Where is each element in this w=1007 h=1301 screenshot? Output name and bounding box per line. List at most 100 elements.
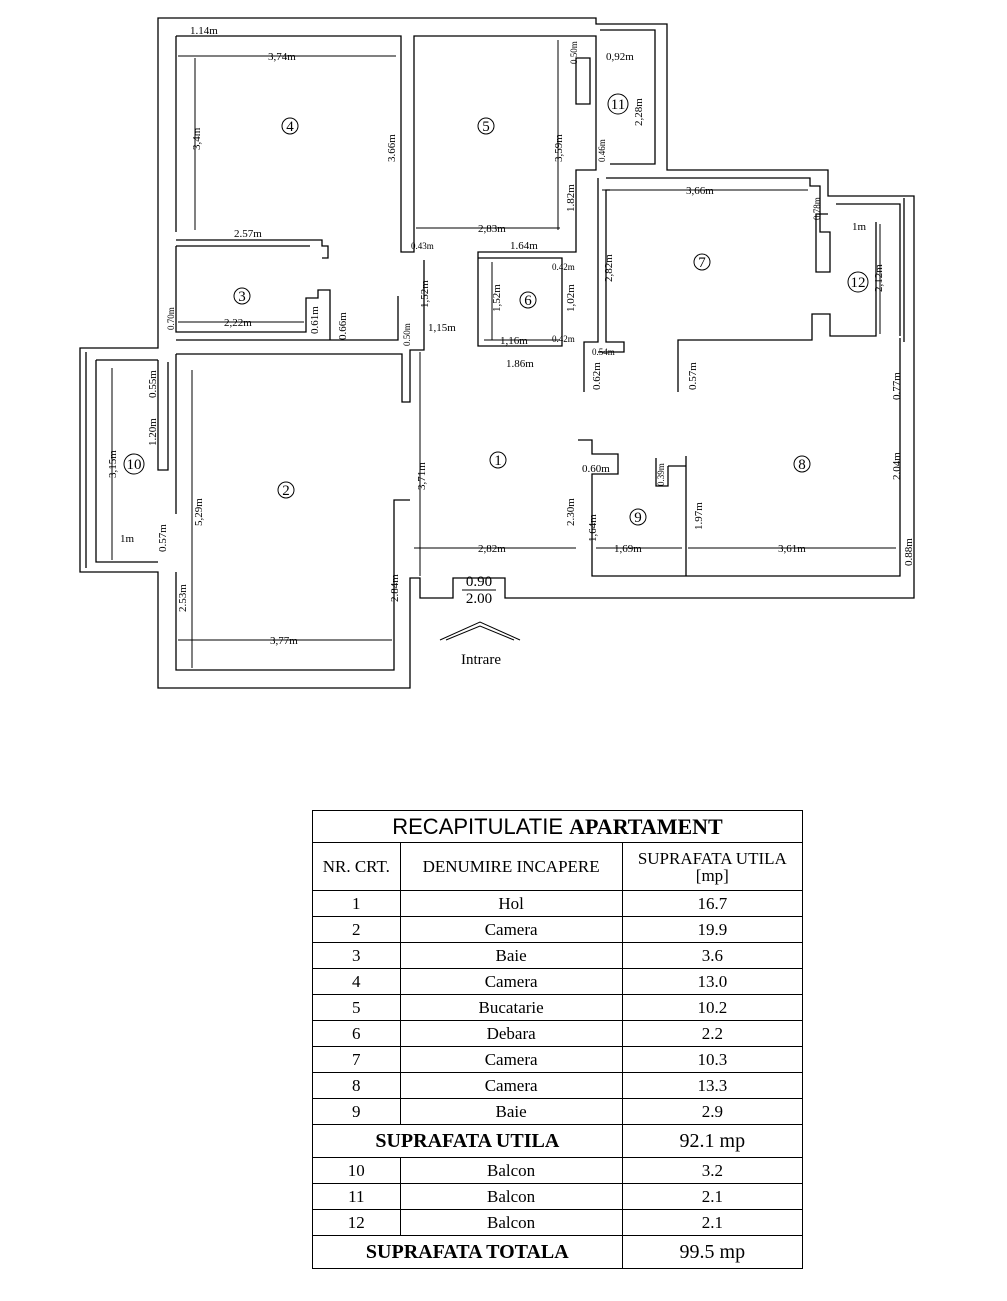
dim-label: 2,28m xyxy=(633,98,645,126)
total-row: SUPRAFATA TOTALA 99.5 mp xyxy=(312,1235,804,1269)
dim-label: 0.42m xyxy=(552,262,575,272)
dim-label: 1.97m xyxy=(693,502,705,530)
room-number: 8 xyxy=(798,457,806,473)
subtotal-label: SUPRAFATA UTILA xyxy=(312,1124,623,1158)
room-number: 7 xyxy=(698,255,706,271)
dim-label: 0.70m xyxy=(166,307,176,330)
dim-label: 1.64m xyxy=(510,240,538,252)
dim-label: 1,15m xyxy=(428,322,456,334)
inner-wall xyxy=(176,35,597,347)
dim-label: 0.50m xyxy=(569,41,579,64)
dim-label: 2.57m xyxy=(234,228,262,240)
dim-label: 2,22m xyxy=(224,317,252,329)
balcony11 xyxy=(575,29,656,165)
room-number: 6 xyxy=(524,293,532,309)
dim-label: 1,52m xyxy=(419,280,431,308)
summary-table: RECAPITULATIE APARTAMENT NR. CRT. DENUMI… xyxy=(312,810,804,1269)
dim-label: 0.77m xyxy=(891,372,903,400)
header-area: SUPRAFATA UTILA [mp] xyxy=(621,842,804,891)
room-number: 3 xyxy=(238,289,246,305)
dim-label: 2,82m xyxy=(603,254,615,282)
room7-wall xyxy=(583,177,877,392)
dim-label: 0.78m xyxy=(812,197,822,220)
dim-label: 0.46m xyxy=(597,139,607,162)
door-label: 0.90 2.00 Intrare xyxy=(461,574,501,668)
walls xyxy=(79,17,915,689)
dim-label: 2,82m xyxy=(478,543,506,555)
room-number: 5 xyxy=(482,119,490,135)
dim-label: 0.55m xyxy=(147,370,159,398)
room-number: 2 xyxy=(282,483,290,499)
dim-label: 2.84m xyxy=(389,574,401,602)
dim-label: 0.50m xyxy=(402,323,412,346)
dim-label: 0.57m xyxy=(687,362,699,390)
table-title: RECAPITULATIE APARTAMENT xyxy=(312,810,803,843)
dim-label: 1,52m xyxy=(491,284,503,312)
dim-label: 5,29m xyxy=(193,498,205,526)
dim-label: 2,83m xyxy=(478,223,506,235)
room-markers xyxy=(123,93,869,526)
title-bold: APARTAMENT xyxy=(569,813,723,839)
room-numbers: 1 2 3 4 5 6 7 8 9 10 11 12 xyxy=(127,97,866,526)
dim-label: 1m xyxy=(120,533,135,545)
subtotal-value: 92.1 mp xyxy=(621,1124,804,1158)
dim-label: 0.39m xyxy=(656,463,666,486)
dim-label: 3,71m xyxy=(416,462,428,490)
dim-label: 3,74m xyxy=(268,51,296,63)
balcony12 xyxy=(836,198,905,342)
room-number: 11 xyxy=(611,97,625,113)
room9-wall xyxy=(578,338,901,577)
dim-label: 0,92m xyxy=(606,51,634,63)
dim-label: 0.62m xyxy=(591,362,603,390)
room-number: 12 xyxy=(851,275,866,291)
dim-label: 3,15m xyxy=(107,450,119,478)
dimension-labels: 1.14m 3,74m 3,4m 3.66m 0.50m 0,92m 3,59m… xyxy=(107,25,915,647)
dim-label: 0.42m xyxy=(552,334,575,344)
header-nr: NR. CRT. xyxy=(312,842,401,891)
floor-plan: 1.14m 3,74m 3,4m 3.66m 0.50m 0,92m 3,59m… xyxy=(79,17,915,689)
room-number: 9 xyxy=(634,510,642,526)
total-value: 99.5 mp xyxy=(621,1235,804,1269)
dim-label: 0.88m xyxy=(903,538,915,566)
dim-label: 1.86m xyxy=(506,358,534,370)
dim-label: 3,59m xyxy=(553,134,565,162)
outer-wall xyxy=(79,17,915,689)
dim-label: 1.82m xyxy=(565,184,577,212)
door-height: 2.00 xyxy=(466,591,492,607)
dim-label: 1,69m xyxy=(614,543,642,555)
dim-label: 1,64m xyxy=(587,514,599,542)
dim-label: 2,12m xyxy=(873,264,885,292)
dim-label: 2.30m xyxy=(565,498,577,526)
dim-label: 2.04m xyxy=(891,452,903,480)
room2-wall xyxy=(175,260,425,671)
subtotal-row: SUPRAFATA UTILA 92.1 mp xyxy=(312,1124,804,1158)
total-label: SUPRAFATA TOTALA xyxy=(312,1235,623,1269)
dim-label: 3,77m xyxy=(270,635,298,647)
dim-label: 0.61m xyxy=(309,306,321,334)
room-number: 10 xyxy=(127,457,142,473)
dim-label: 3,66m xyxy=(686,185,714,197)
dim-label: 3.66m xyxy=(386,134,398,162)
room3-wall xyxy=(175,36,399,341)
dim-label: 0.60m xyxy=(582,463,610,475)
room-number: 4 xyxy=(286,119,294,135)
entrance-arrow xyxy=(439,621,521,641)
dim-label: 0.66m xyxy=(337,312,349,340)
dim-label: 0.54m xyxy=(592,347,615,357)
balcony10 xyxy=(85,352,169,568)
room-number: 1 xyxy=(494,453,502,469)
dim-label: 2.53m xyxy=(177,584,189,612)
dim-label: 1.20m xyxy=(147,418,159,446)
dim-label: 1m xyxy=(852,221,867,233)
